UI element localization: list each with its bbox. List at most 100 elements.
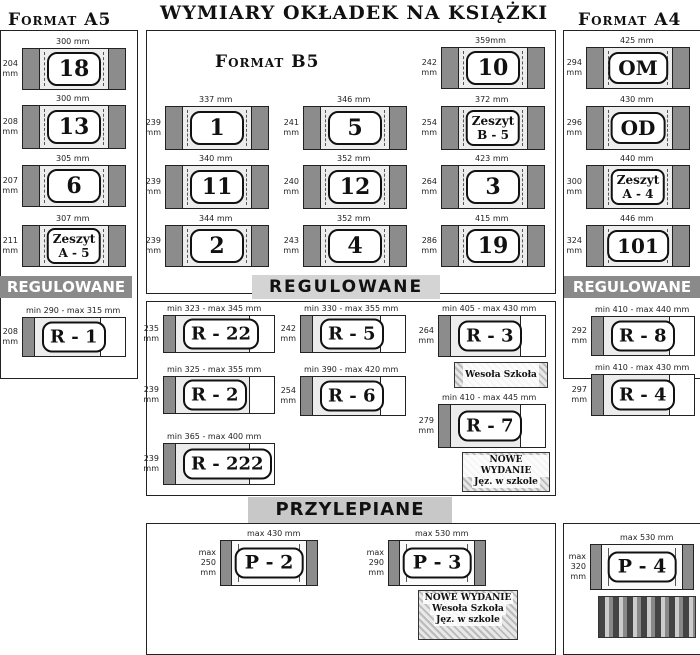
- cover-height-line: 320: [570, 562, 586, 571]
- b5-title: Format B5: [215, 52, 320, 72]
- adjustable-cover-r-2[interactable]: R - 2: [163, 376, 275, 414]
- book-cover-18[interactable]: 18: [22, 48, 126, 90]
- cover-flap-left: [586, 225, 604, 267]
- cover-flap-right: [389, 106, 407, 150]
- stamp-text: Jęz. w szkole: [472, 477, 540, 488]
- book-cover-19[interactable]: 19: [441, 225, 545, 267]
- przylepiane-banner: PRZYLEPIANE: [248, 497, 452, 523]
- cover-code-label: 18: [47, 52, 101, 86]
- cover-height-line: mm: [570, 572, 586, 581]
- cover-code-label: 101: [607, 230, 669, 262]
- cover-code-label: 10: [466, 51, 520, 85]
- cover-height-line: mm: [143, 464, 159, 473]
- cover-height-line: 243: [283, 236, 299, 245]
- cover-height-line: max: [366, 548, 384, 557]
- cover-code-label: R - 5: [320, 318, 384, 350]
- stamp-text: Jęz. w szkole: [434, 615, 502, 626]
- cover-code-label: R - 8: [611, 320, 675, 352]
- adjustable-cover-r-4[interactable]: R - 4: [591, 374, 695, 416]
- book-cover-101[interactable]: 101: [586, 225, 690, 267]
- book-cover-5[interactable]: 5: [303, 106, 407, 150]
- fold-line: [103, 169, 104, 203]
- cover-flap-left: [22, 48, 40, 90]
- cover-width-label: 337 mm: [199, 95, 233, 104]
- cover-height-line: mm: [145, 128, 161, 137]
- cover-height-line: 250: [200, 558, 216, 567]
- cover-height-line: mm: [571, 336, 587, 345]
- cover-width-label: min 325 - max 355 mm: [167, 365, 262, 374]
- adjustable-cover-r-222[interactable]: R - 222: [163, 443, 275, 485]
- cover-width-label: 446 mm: [620, 214, 654, 223]
- cover-height-line: 239: [143, 454, 159, 463]
- cover-height-line: 235: [143, 324, 159, 333]
- cover-width-label: 340 mm: [199, 154, 233, 163]
- cover-flap-right: [389, 165, 407, 209]
- cover-flap-right: [380, 315, 406, 353]
- cover-height-line: 294: [566, 58, 582, 67]
- sticky-cover-p-2[interactable]: P - 2: [220, 540, 318, 586]
- cover-height-line: mm: [2, 127, 18, 136]
- cover-width-label: 352 mm: [337, 154, 371, 163]
- cover-height-line: 242: [421, 58, 437, 67]
- cover-flap-left: [586, 47, 604, 89]
- cover-flap-right: [251, 225, 269, 267]
- cover-flap-right: [672, 225, 690, 267]
- book-cover-12[interactable]: 12: [303, 165, 407, 209]
- book-cover-13[interactable]: 13: [22, 105, 126, 149]
- cover-height-line: mm: [421, 68, 437, 77]
- fold-line: [463, 110, 464, 146]
- stamp-text: Wesoła Szkoła: [463, 363, 539, 387]
- book-cover-od[interactable]: OD: [586, 106, 690, 150]
- cover-code-line: Zeszyt: [52, 232, 96, 246]
- cover-code-label: P - 2: [234, 547, 304, 579]
- book-cover-om[interactable]: OM: [586, 47, 690, 89]
- adjustable-cover-r-3[interactable]: R - 3: [438, 315, 546, 357]
- sticky-cover-p-4[interactable]: P - 4: [590, 544, 694, 590]
- fold-line: [522, 110, 523, 146]
- cover-code-label: R - 1: [42, 321, 106, 353]
- cover-code-label: R - 7: [458, 410, 522, 442]
- adjustable-cover-r-7[interactable]: R - 7: [438, 404, 546, 448]
- book-cover-3[interactable]: 3: [441, 165, 545, 209]
- cover-height-line: 207: [2, 176, 18, 185]
- fold-line: [103, 109, 104, 145]
- cover-flap-left: [441, 47, 459, 89]
- book-cover-4[interactable]: 4: [303, 225, 407, 267]
- book-cover-11[interactable]: 11: [165, 165, 269, 209]
- cover-flap-right: [672, 106, 690, 150]
- cover-height-line: mm: [283, 187, 299, 196]
- fold-line: [384, 229, 385, 263]
- cover-flap-left: [388, 540, 400, 586]
- cover-width-label: max 530 mm: [415, 529, 469, 538]
- cover-flap-left: [441, 165, 459, 209]
- book-cover-6[interactable]: 6: [22, 165, 126, 207]
- sticky-cover-p-3[interactable]: P - 3: [388, 540, 486, 586]
- adjustable-cover-r-6[interactable]: R - 6: [300, 376, 406, 416]
- adjustable-cover-r-5[interactable]: R - 5: [300, 315, 406, 353]
- cover-height-line: 254: [280, 386, 296, 395]
- adjustable-cover-r-1[interactable]: R - 1: [22, 317, 126, 357]
- cover-width-label: 305 mm: [56, 154, 90, 163]
- adjustable-cover-r-8[interactable]: R - 8: [591, 316, 695, 356]
- book-cover-2[interactable]: 2: [165, 225, 269, 267]
- book-cover-1[interactable]: 1: [165, 106, 269, 150]
- cover-height-line: 286: [421, 236, 437, 245]
- cover-height-line: 242: [280, 324, 296, 333]
- cover-code-label: 19: [466, 229, 520, 263]
- b5-regulowane-banner: REGULOWANE: [252, 275, 440, 299]
- cover-height-line: mm: [421, 246, 437, 255]
- cover-flap-left: [165, 165, 183, 209]
- cover-code-label: R - 3: [458, 320, 522, 352]
- adjustable-cover-r-22[interactable]: R - 22: [163, 315, 275, 353]
- book-cover-10[interactable]: 10: [441, 47, 545, 89]
- cover-width-label: 307 mm: [56, 214, 90, 223]
